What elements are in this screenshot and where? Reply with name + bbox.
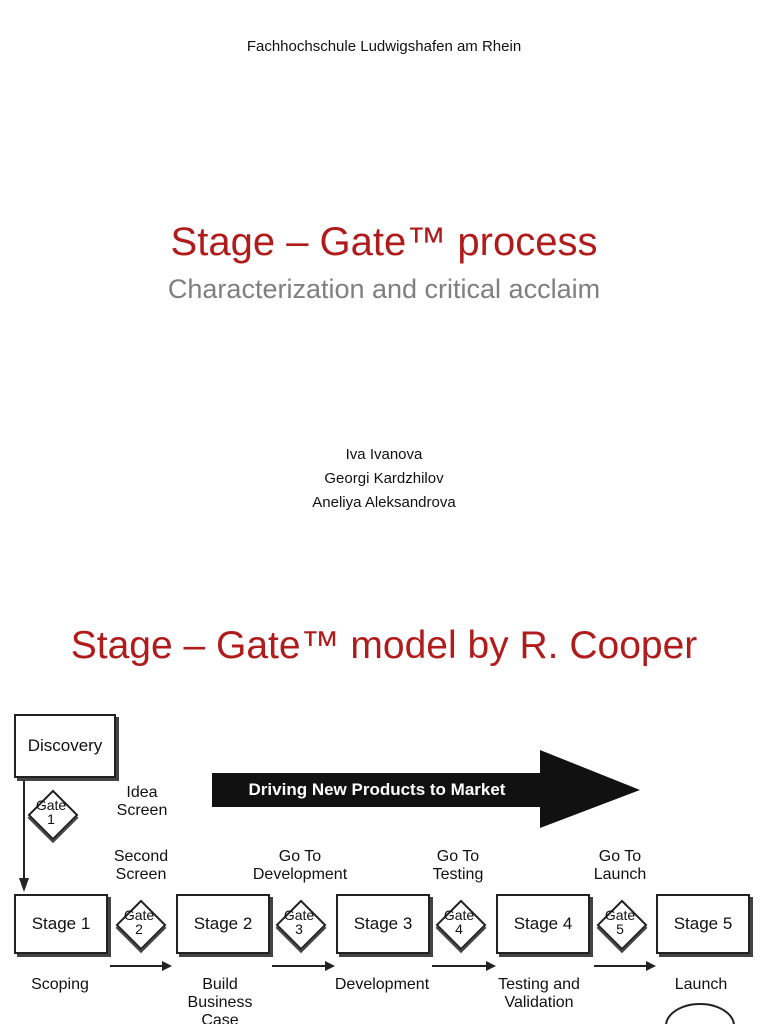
- author-name: Georgi Kardzhilov: [324, 470, 444, 487]
- stage-label: Stage 5: [673, 914, 733, 933]
- gate-number: 1: [47, 811, 55, 827]
- author-name: Aneliya Aleksandrova: [312, 494, 456, 511]
- discovery-box: Discovery: [14, 714, 116, 778]
- gate-word: Gate: [123, 907, 155, 923]
- gate-label-1: Idea Screen: [116, 784, 168, 819]
- gate-label-5: Go To Launch: [593, 848, 647, 883]
- gate-word: Gate: [283, 907, 315, 923]
- gate-number: 3: [295, 921, 303, 937]
- stage-label: Stage 3: [353, 914, 413, 933]
- gate-label-4: Go To Testing: [432, 848, 484, 883]
- gate-number: 5: [616, 921, 624, 937]
- diagram-lines: [19, 750, 735, 1024]
- stage-activity-label: Launch: [674, 976, 728, 993]
- market-arrow-label: Driving New Products to Market: [248, 780, 506, 799]
- flow-arrowheads: [162, 961, 656, 971]
- discovery-label: Discovery: [27, 736, 103, 755]
- gate-word: Gate: [35, 797, 67, 813]
- gate-label-3: Go To Development: [252, 848, 348, 883]
- connector-arrowhead: [19, 878, 29, 892]
- gate-number: 2: [135, 921, 143, 937]
- page-subtitle: Characterization and critical acclaim: [167, 274, 601, 304]
- stage-activity-label: Testing and Validation: [498, 976, 580, 1011]
- stage-4-box: Stage 4: [496, 894, 590, 954]
- stage-activity-label: Build Business Case: [187, 976, 253, 1024]
- gate-word: Gate: [604, 907, 636, 923]
- stage-label: Stage 1: [31, 914, 91, 933]
- stage-3-box: Stage 3: [336, 894, 430, 954]
- stage-activity-label: Scoping: [31, 976, 89, 993]
- stage-label: Stage 4: [513, 914, 573, 933]
- page-title: Stage – Gate™ process: [170, 220, 598, 264]
- stage-2-box: Stage 2: [176, 894, 270, 954]
- stage-1-box: Stage 1: [14, 894, 108, 954]
- stage-gate-diagram: Driving New Products to Market Discovery…: [0, 700, 768, 1024]
- market-arrow-shape: [212, 750, 640, 828]
- launch-illustration: [665, 1003, 735, 1024]
- stage-activity-label: Development: [334, 976, 430, 993]
- gate-number: 4: [455, 921, 463, 937]
- author-name: Iva Ivanova: [345, 446, 423, 463]
- school-name: Fachhochschule Ludwigshafen am Rhein: [246, 38, 522, 55]
- gate-label-2: Second Screen: [113, 848, 169, 883]
- stage-5-box: Stage 5: [656, 894, 750, 954]
- stage-label: Stage 2: [193, 914, 253, 933]
- model-title: Stage – Gate™ model by R. Cooper: [70, 624, 698, 667]
- gate-word: Gate: [443, 907, 475, 923]
